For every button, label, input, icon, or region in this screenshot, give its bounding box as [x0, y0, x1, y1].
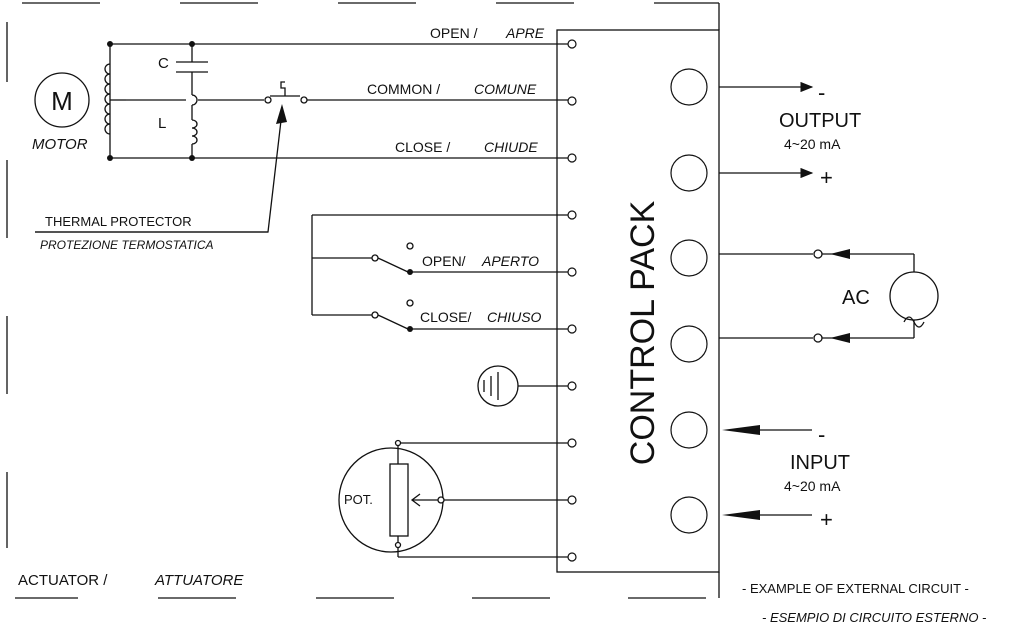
actuator-boundary [6, 2, 720, 599]
ac-source-icon [889, 271, 939, 321]
switch-open-label-it: APERTO [481, 253, 539, 269]
actuator-label: ACTUATOR / [18, 572, 108, 589]
motor-symbol [34, 72, 90, 128]
motor-symbol-label: M [51, 86, 73, 116]
output-plus: + [820, 165, 833, 190]
common-label-it: COMUNE [474, 81, 537, 97]
switch-close-label-it: CHIUSO [487, 309, 542, 325]
terminals [567, 39, 577, 562]
close-label-it: CHIUDE [484, 139, 538, 155]
external-circuit-label-it: - ESEMPIO DI CIRCUITO ESTERNO - [762, 610, 987, 625]
potentiometer [338, 439, 568, 558]
ground-icon [477, 365, 568, 407]
input-minus: - [818, 422, 825, 447]
output-minus: - [818, 80, 825, 105]
motor-label: MOTOR [32, 136, 88, 153]
open-label-it: APRE [505, 25, 545, 41]
actuator-label-it: ATTUATORE [154, 572, 244, 589]
control-pack-box [556, 29, 720, 573]
output-label: OUTPUT [779, 110, 861, 132]
motor-circuit [34, 43, 568, 233]
input-label: INPUT [790, 452, 850, 474]
ac-wiring [719, 249, 939, 343]
output-range: 4~20 mA [784, 136, 841, 152]
switch-open-label: OPEN/ [422, 253, 466, 269]
thermal-label-it: PROTEZIONE TERMOSTATICA [40, 238, 214, 252]
pack-terminals [670, 68, 708, 534]
pot-label: POT. [344, 492, 373, 507]
capacitor-label: C [158, 55, 169, 72]
output-wiring [719, 81, 814, 179]
inductor-label: L [158, 115, 166, 132]
ac-label: AC [842, 287, 870, 309]
input-range: 4~20 mA [784, 478, 841, 494]
input-plus: + [820, 507, 833, 532]
external-circuit-label: - EXAMPLE OF EXTERNAL CIRCUIT - [742, 581, 969, 596]
thermal-label: THERMAL PROTECTOR [45, 214, 192, 229]
limit-switches [311, 214, 568, 330]
control-pack-label: CONTROL PACK [624, 200, 662, 465]
open-label: OPEN / [430, 25, 478, 41]
common-label: COMMON / [367, 81, 440, 97]
close-label: CLOSE / [395, 139, 450, 155]
switch-close-label: CLOSE/ [420, 309, 471, 325]
